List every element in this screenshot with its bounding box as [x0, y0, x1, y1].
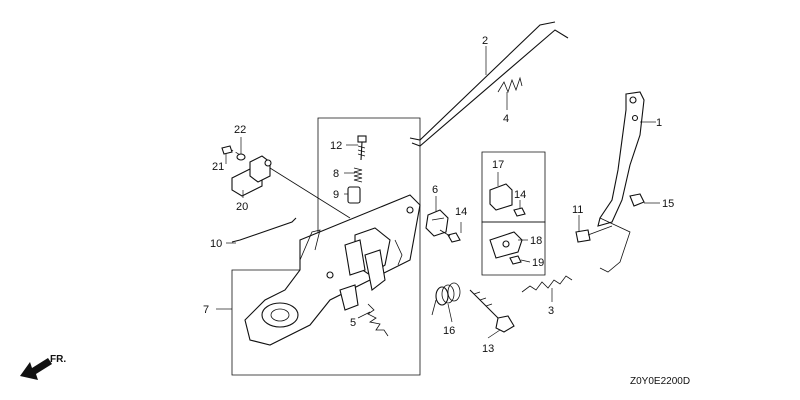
callout-8: 8	[333, 168, 339, 180]
detail-box	[481, 151, 546, 276]
bolt-12	[357, 135, 367, 161]
bracket-18	[489, 231, 523, 259]
spring-5	[367, 303, 389, 337]
callout-2: 2	[482, 35, 488, 47]
collar-9	[347, 186, 361, 204]
front-label: FR.	[50, 354, 66, 365]
callout-11: 11	[572, 204, 583, 216]
callout-15: 15	[662, 198, 674, 210]
callout-1: 1	[656, 117, 662, 129]
governor-rod-2	[409, 21, 569, 147]
callout-10: 10	[210, 238, 222, 250]
nut-15	[629, 193, 645, 207]
callout-5: 5	[350, 317, 356, 329]
front-arrow-icon	[20, 358, 52, 380]
spring-8	[353, 167, 363, 183]
callout-3: 3	[548, 305, 554, 317]
callout-20: 20	[236, 201, 248, 213]
screw-21	[221, 145, 233, 155]
callout-9: 9	[333, 189, 339, 201]
drawing-code: Z0Y0E2200D	[630, 376, 690, 387]
bracket-17	[489, 183, 513, 211]
washer-22	[236, 153, 246, 161]
rod-11	[575, 225, 613, 243]
callout-12: 12	[330, 140, 342, 152]
bolt-13	[469, 289, 515, 333]
callout-16: 16	[443, 325, 455, 337]
cable-clamp-20	[231, 149, 351, 219]
callout-17: 17	[492, 159, 504, 171]
callout-18: 18	[530, 235, 542, 247]
callout-14-b: 14	[514, 189, 526, 201]
callout-21: 21	[212, 161, 224, 173]
control-lever-1	[597, 91, 645, 273]
callout-19: 19	[532, 257, 544, 269]
callout-7: 7	[203, 304, 209, 316]
spring-4	[497, 76, 523, 94]
callout-14-a: 14	[455, 206, 467, 218]
rod-10	[231, 217, 297, 243]
callout-6: 6	[432, 184, 438, 196]
callout-4: 4	[503, 113, 509, 125]
bolt-14-b	[513, 207, 526, 217]
callout-22: 22	[234, 124, 246, 136]
spring-16	[431, 282, 461, 316]
control-base-plate	[231, 117, 421, 376]
bolt-19	[509, 255, 522, 265]
bolt-14-a	[439, 229, 461, 243]
callout-labels: 1 2 3 4 5 6 7 8 9 10 11 12 13 14 14 15 1…	[203, 35, 674, 355]
cable-clamp-6	[425, 209, 449, 237]
leader-lines	[216, 46, 660, 339]
front-direction-marker: FR.	[20, 354, 66, 380]
callout-13: 13	[482, 343, 494, 355]
spring-3	[521, 275, 573, 293]
